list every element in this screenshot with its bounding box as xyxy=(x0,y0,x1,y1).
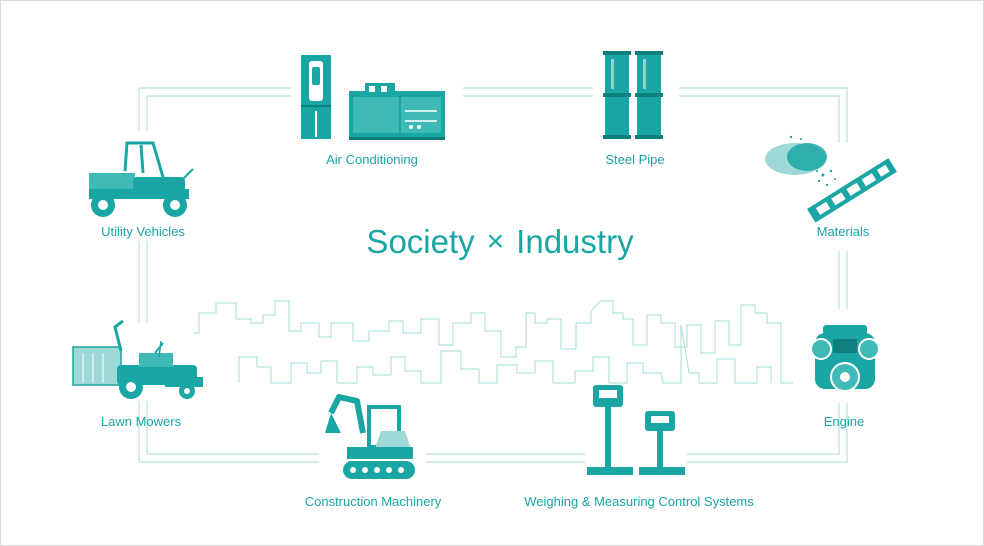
label-utility-vehicles: Utility Vehicles xyxy=(101,224,185,239)
label-air-conditioning: Air Conditioning xyxy=(326,152,418,167)
steel-pipe-icon xyxy=(603,51,663,139)
label-materials: Materials xyxy=(816,224,870,239)
times-symbol: × xyxy=(486,225,505,258)
page-title: Society × Industry xyxy=(366,223,633,261)
city-skyline xyxy=(194,300,793,384)
label-weighing-systems: Weighing & Measuring Control Systems xyxy=(524,494,754,509)
air-conditioner-icon xyxy=(301,55,445,140)
weighing-scale-icon xyxy=(587,385,685,475)
excavator-icon xyxy=(325,394,415,479)
label-construction-machinery: Construction Machinery xyxy=(304,494,442,509)
engine-icon xyxy=(810,325,880,392)
label-engine: Engine xyxy=(823,414,865,429)
materials-icon xyxy=(765,135,897,223)
title-industry: Industry xyxy=(516,223,634,260)
title-society: Society xyxy=(366,223,475,260)
utility-vehicle-icon xyxy=(89,141,194,217)
label-lawn-mowers: Lawn Mowers xyxy=(100,414,182,429)
label-steel-pipe: Steel Pipe xyxy=(605,152,665,167)
lawn-mower-icon xyxy=(72,319,203,399)
